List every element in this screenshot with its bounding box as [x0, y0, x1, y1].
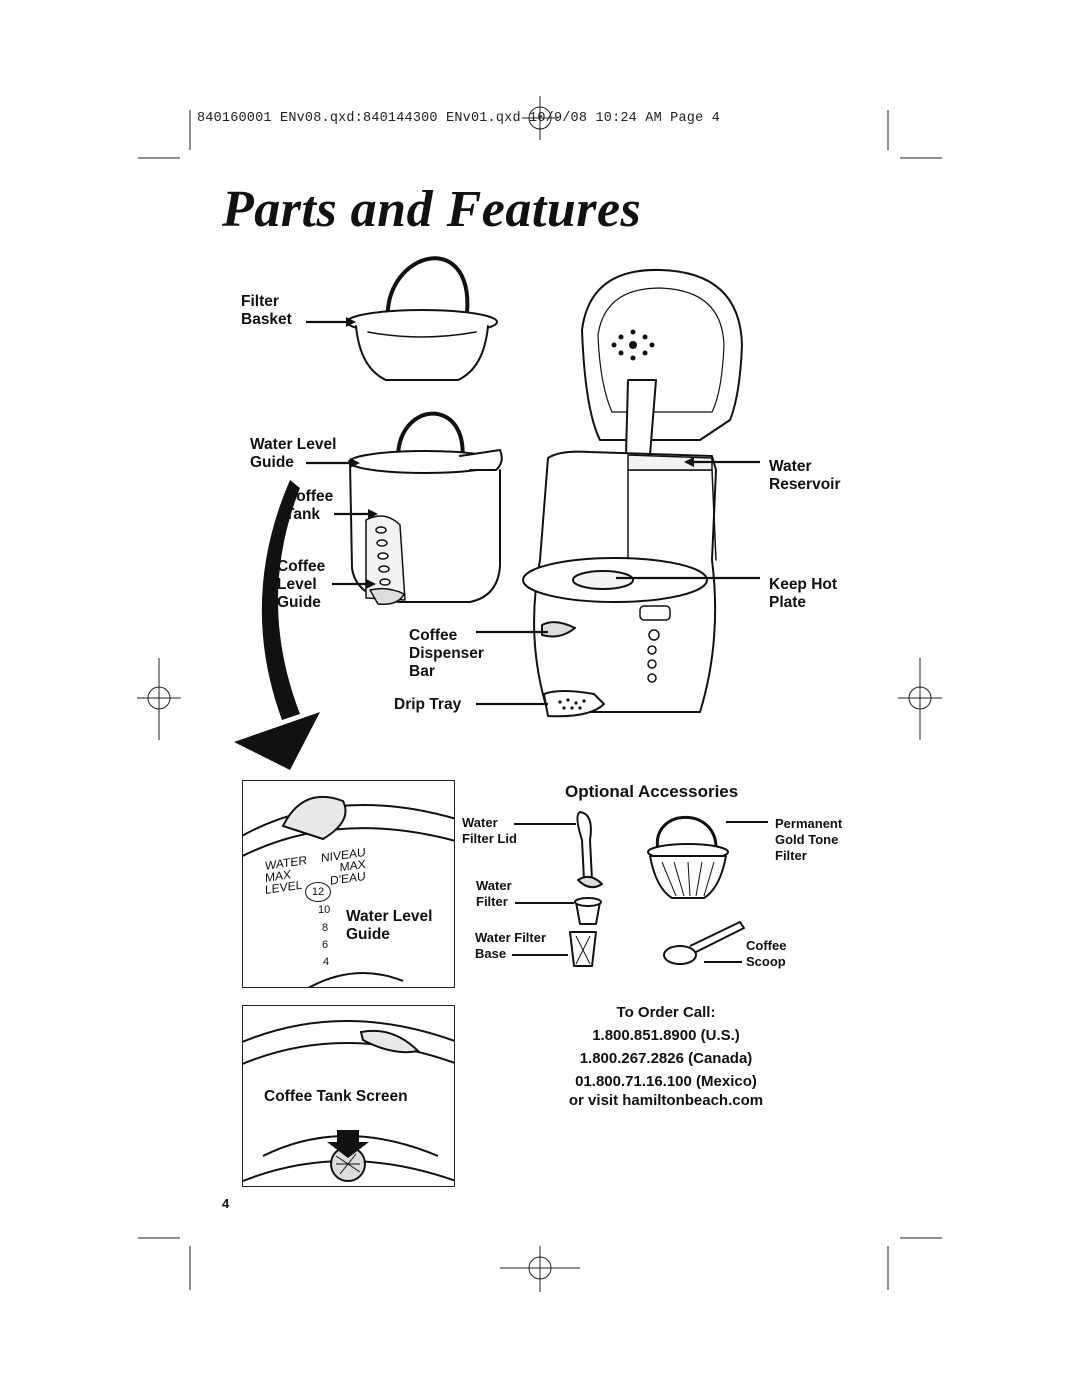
gauge-mark: 8	[322, 922, 329, 934]
order-info: To Order Call: 1.800.851.8900 (U.S.) 1.8…	[480, 1001, 852, 1112]
gauge-mark: 6	[322, 939, 329, 951]
tank-screen-illustration	[243, 1020, 454, 1182]
tank-rim-illustration	[243, 796, 454, 987]
page-number: 4	[222, 1196, 230, 1211]
order-phone-mexico: 01.800.71.16.100 (Mexico)	[575, 1073, 757, 1090]
coffee-tank-screen-inset: Coffee Tank Screen	[242, 1005, 455, 1187]
down-arrow-icon	[327, 1130, 369, 1158]
direction-arrow-icon	[261, 480, 300, 720]
order-heading: To Order Call:	[616, 1004, 716, 1021]
water-level-inset: WATER MAX LEVEL NIVEAU MAX D'EAU 12 10 8…	[242, 780, 455, 988]
gauge-mark: 10	[318, 904, 331, 916]
accessories-heading: Optional Accessories	[565, 782, 739, 801]
file-slug: 840160001 ENv08.qxd:840144300 ENv01.qxd …	[197, 111, 720, 126]
label-drip-tray: Drip Tray	[394, 696, 462, 713]
order-website: or visit hamiltonbeach.com	[568, 1092, 764, 1109]
gauge-mark: 4	[323, 956, 330, 968]
label-coffee-tank-screen: Coffee Tank Screen	[264, 1088, 408, 1105]
gauge-mark-max: 12	[305, 882, 331, 902]
page-title: Parts and Features	[222, 181, 642, 238]
order-phone-us: 1.800.851.8900 (U.S.)	[592, 1027, 740, 1044]
order-phone-canada: 1.800.267.2826 (Canada)	[579, 1050, 753, 1067]
